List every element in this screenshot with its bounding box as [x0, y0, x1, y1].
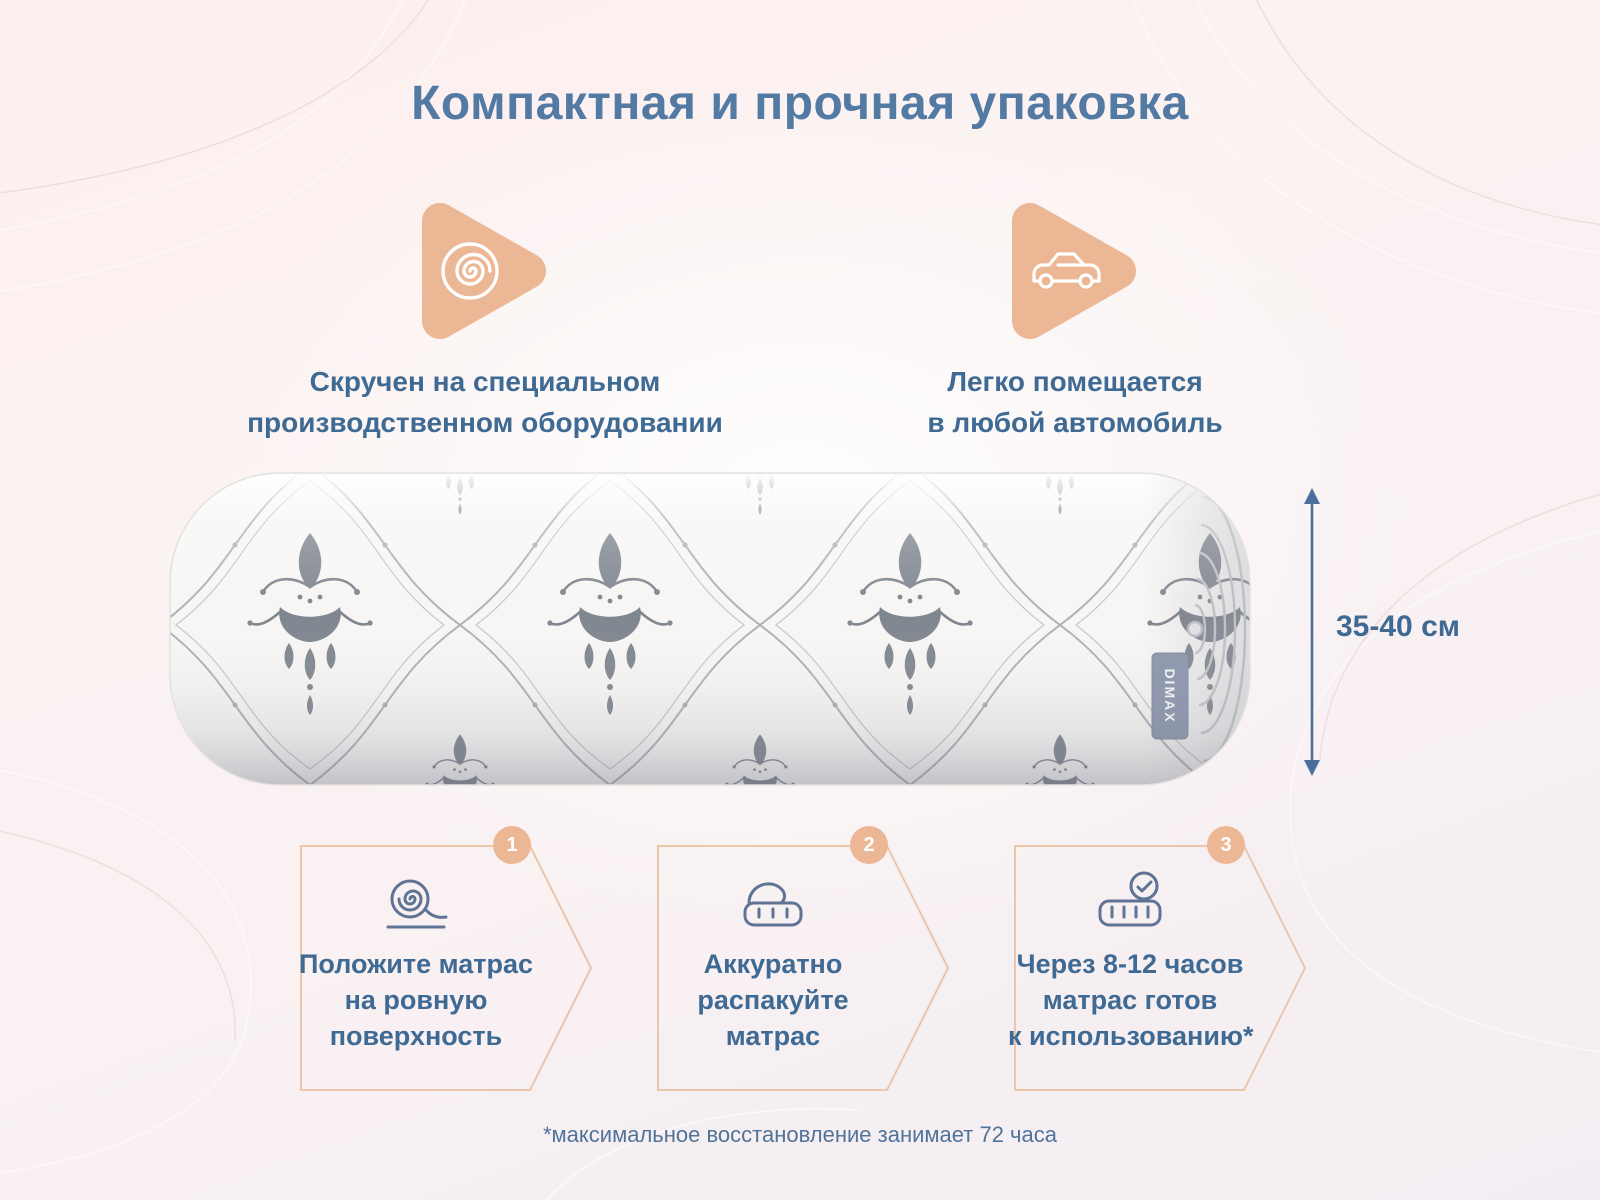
step-1-text: Положите матрас на ровную поверхность: [294, 947, 538, 1055]
rolled-mattress-spiral-icon: [441, 242, 499, 300]
car-icon: [1032, 252, 1101, 289]
feature-car-line2: в любой автомобиль: [927, 406, 1223, 438]
feature-car: Легко помещается в любой автомобиль: [795, 196, 1355, 443]
step-1-line3: поверхность: [329, 1020, 503, 1051]
step-1-line1: Положите матрас: [298, 949, 534, 979]
step-number-badge: 2: [850, 826, 888, 864]
height-dimension-arrow: [1304, 488, 1320, 776]
step-3-text: Через 8-12 часов матрас готов к использо…: [1008, 947, 1254, 1055]
step-number-badge: 1: [493, 826, 531, 864]
step-1-line2: на ровную: [344, 984, 488, 1015]
step-3-line2: матрас готов: [1042, 984, 1218, 1015]
feature-rolled-text: Скручен на специальном производственном …: [170, 362, 800, 443]
height-dimension-label: 35-40 см: [1336, 610, 1460, 643]
step-chevron-border: [300, 845, 592, 1091]
step-3-line3: к использованию*: [1008, 1020, 1254, 1051]
page-title: Компактная и прочная упаковка: [411, 77, 1189, 130]
unpack-mattress-icon: [743, 882, 803, 927]
feature-rolled: Скручен на специальном производственном …: [170, 196, 800, 443]
mattress-ready-icon: [1098, 871, 1162, 927]
step-2-line2: распакуйте: [697, 984, 849, 1015]
step-2-line1: Аккуратно: [703, 949, 843, 979]
feature-rolled-line1: Скручен на специальном: [309, 366, 661, 397]
feature-triangle: [422, 203, 546, 339]
step-chevron-border: [657, 845, 949, 1091]
feature-rolled-line2: производственном оборудовании: [247, 406, 723, 438]
feature-car-text: Легко помещается в любой автомобиль: [795, 362, 1355, 443]
step-2-text: Аккуратно распакуйте матрас: [651, 947, 895, 1055]
step-number-badge: 3: [1207, 826, 1245, 864]
step-2-line3: матрас: [725, 1020, 821, 1051]
step-3: 3 Через 8-12 часов матрас готов к исполь…: [1008, 826, 1306, 1091]
step-1: 1 Положите матрас на ровную поверхность: [299, 826, 592, 1091]
feature-car-line1: Легко помещается: [947, 366, 1203, 397]
feature-triangle: [1012, 203, 1136, 339]
step-3-line1: Через 8-12 часов: [1016, 949, 1244, 979]
footnote: *максимальное восстановление занимает 72…: [543, 1122, 1057, 1147]
rolled-mattress-image: DIMAX: [169, 472, 1251, 786]
step-chevron-border: [1014, 845, 1306, 1091]
step-2: 2 Аккуратно распакуйте матрас: [657, 826, 949, 1091]
place-mattress-icon: [386, 879, 448, 929]
